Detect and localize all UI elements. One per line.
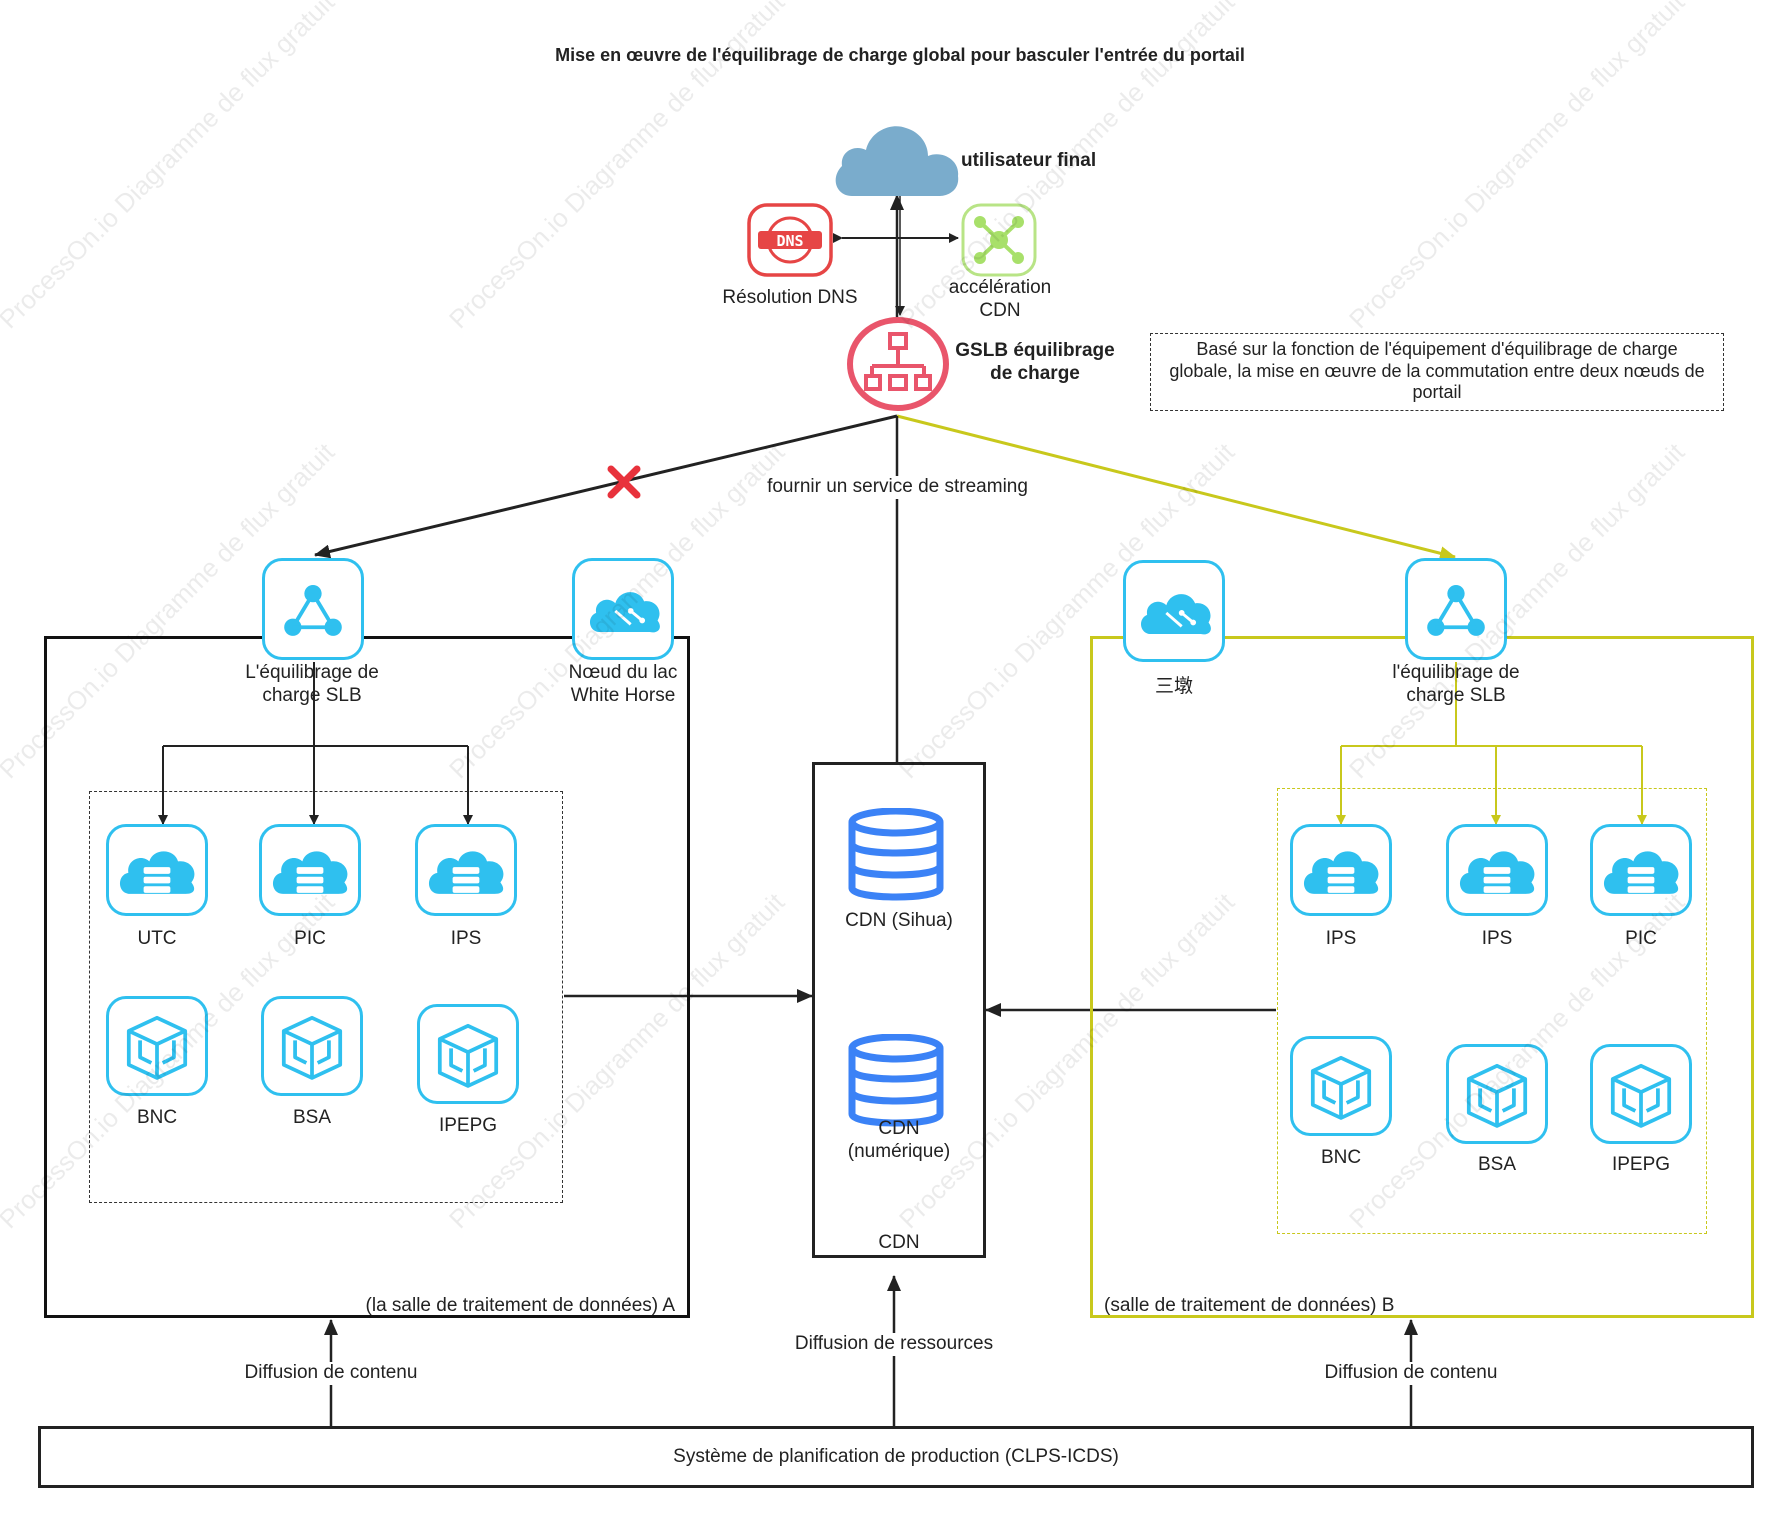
cdn-acceleration-label: accélération CDN [948, 277, 1052, 321]
server-a-3-icon [415, 824, 517, 916]
app-b-1-label: BNC [1320, 1147, 1362, 1168]
right-flow-label: Diffusion de contenu [1280, 1362, 1542, 1385]
gslb-label: GSLB équilibrage de charge [955, 340, 1115, 384]
server-b-2-icon [1446, 824, 1548, 916]
room-a-frame [44, 636, 690, 1318]
server-b-2-label: IPS [1481, 928, 1513, 949]
failed-link-x-icon [607, 465, 641, 499]
app-a-1-label: BNC [136, 1107, 178, 1128]
cdn-box [812, 762, 986, 1258]
dns-label: Résolution DNS [722, 287, 858, 308]
cdn-numeric-database-icon [848, 1034, 944, 1127]
node-b-cloud-icon [1123, 560, 1225, 662]
gslb-to-slb-a-arrow [314, 414, 898, 559]
cdn-box-label: CDN [878, 1232, 920, 1253]
app-b-2-label: BSA [1477, 1154, 1517, 1175]
note-box: Basé sur la fonction de l'équipement d'é… [1150, 333, 1724, 411]
gslb-load-balancer-icon [847, 317, 949, 411]
dns-icon: DNS [747, 203, 833, 277]
app-b-1-cube-icon [1290, 1036, 1392, 1136]
room-a-server-group [89, 791, 563, 1203]
cdn-sihua-database-icon [848, 808, 944, 901]
cdn-numeric-label: CDN (numérique) [847, 1118, 951, 1162]
cdn-acceleration-icon [961, 203, 1037, 277]
node-a-cloud-icon [572, 558, 674, 660]
server-b-3-icon [1590, 824, 1692, 916]
room-a-label: (la salle de traitement de données) A [365, 1295, 675, 1316]
note-text: Basé sur la fonction de l'équipement d'é… [1169, 339, 1705, 403]
left-flow-label: Diffusion de contenu [200, 1362, 462, 1385]
slb-a-label: L'équilibrage de charge SLB [245, 662, 379, 706]
svg-text:DNS: DNS [776, 232, 803, 250]
app-a-3-label: IPEPG [438, 1115, 498, 1136]
room-b-label: (salle de traitement de données) B [1104, 1295, 1395, 1316]
server-a-1-icon [106, 824, 208, 916]
slb-b-label: l'équilibrage de charge SLB [1392, 662, 1520, 706]
app-b-3-cube-icon [1590, 1044, 1692, 1144]
production-system-box: Système de planification de production (… [38, 1426, 1754, 1488]
app-a-2-cube-icon [261, 996, 363, 1096]
room-b-server-group [1277, 788, 1707, 1234]
server-a-3-label: IPS [450, 928, 482, 949]
cloud-icon [835, 126, 959, 196]
node-b-label: 三墩 [1154, 676, 1193, 697]
server-a-2-icon [259, 824, 361, 916]
slb-b-icon [1405, 558, 1507, 660]
end-user-label: utilisateur final [961, 150, 1097, 171]
server-b-1-label: IPS [1325, 928, 1357, 949]
diagram-title: Mise en œuvre de l'équilibrage de charge… [555, 45, 1245, 65]
center-flow-label: Diffusion de ressources [764, 1333, 1024, 1356]
app-b-3-label: IPEPG [1611, 1154, 1671, 1175]
production-system-label: Système de planification de production (… [673, 1446, 1119, 1467]
streaming-label: fournir un service de streaming [750, 476, 1045, 499]
gslb-to-slb-b-arrow [896, 414, 1456, 561]
server-a-1-label: UTC [137, 928, 177, 949]
server-b-3-label: PIC [1625, 928, 1657, 949]
server-b-1-icon [1290, 824, 1392, 916]
app-a-1-cube-icon [106, 996, 208, 1096]
app-a-3-cube-icon [417, 1004, 519, 1104]
node-a-label: Nœud du lac White Horse [568, 662, 678, 706]
slb-a-icon [262, 558, 364, 660]
app-a-2-label: BSA [292, 1107, 332, 1128]
app-b-2-cube-icon [1446, 1044, 1548, 1144]
cdn-sihua-label: CDN (Sihua) [845, 910, 953, 931]
server-a-2-label: PIC [294, 928, 326, 949]
